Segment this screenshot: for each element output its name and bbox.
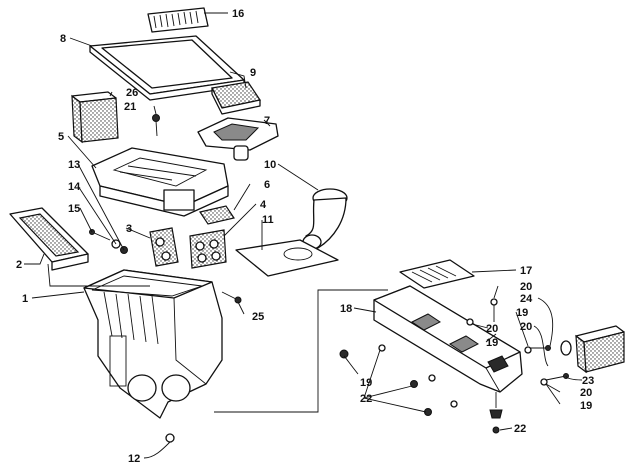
callout-8: 8 <box>60 33 66 45</box>
part-screw-21 <box>152 114 160 137</box>
part-foot-22 <box>489 392 503 434</box>
assembly-outline <box>214 289 388 413</box>
callout-21: 21 <box>124 101 136 113</box>
part-flat-gasket <box>235 239 339 277</box>
leader-lines <box>24 12 583 459</box>
part-fastener-15 <box>89 229 111 241</box>
callout-22-left: 22 <box>360 393 372 405</box>
callout-19-right: 19 <box>516 307 528 319</box>
part-intake-tube <box>302 188 348 250</box>
callout-12: 12 <box>128 453 140 465</box>
callout-7: 7 <box>264 115 270 127</box>
part-nut-22c <box>424 400 458 416</box>
part-filter-element <box>211 81 261 115</box>
callout-13: 13 <box>68 159 80 171</box>
part-foam-block <box>575 325 625 374</box>
part-side-filter <box>9 207 89 271</box>
part-nut-22b <box>410 374 436 388</box>
part-grille-panel <box>147 7 209 33</box>
part-washer-19a <box>466 318 474 326</box>
part-reed-plate <box>189 229 227 269</box>
callout-22-bottom: 22 <box>514 423 526 435</box>
callout-18: 18 <box>340 303 352 315</box>
callout-26: 26 <box>126 87 138 99</box>
part-washer-19b <box>524 346 532 354</box>
callout-2: 2 <box>16 259 22 271</box>
callout-3: 3 <box>126 223 132 235</box>
part-silencer-housing <box>373 285 523 393</box>
part-foam-pad <box>71 91 119 144</box>
callout-11: 11 <box>262 214 274 226</box>
callout-16: 16 <box>232 8 244 20</box>
callout-17: 17 <box>520 265 532 277</box>
callout-19-left: 19 <box>360 377 372 389</box>
part-screw-20a <box>490 298 498 322</box>
callout-20-right: 20 <box>520 321 532 333</box>
callout-4: 4 <box>260 199 267 211</box>
part-bolt-25 <box>221 291 242 304</box>
part-nut-22a <box>339 344 386 359</box>
callout-labels: 16 8 9 26 21 7 5 10 13 14 6 15 4 3 11 2 … <box>16 8 594 465</box>
callout-25: 25 <box>252 311 264 323</box>
callout-20-mid: 20 <box>486 323 498 335</box>
callout-23: 23 <box>582 375 594 387</box>
callout-15: 15 <box>68 203 80 215</box>
callout-1: 1 <box>22 293 28 305</box>
part-small-gasket <box>199 205 235 225</box>
part-airbox-lid <box>91 147 229 217</box>
callout-6: 6 <box>264 179 270 191</box>
part-top-grille <box>399 259 475 289</box>
callout-24: 24 <box>520 293 533 305</box>
part-drain-plug <box>165 433 175 443</box>
callout-10: 10 <box>264 159 276 171</box>
part-screw-20b <box>526 345 551 351</box>
callout-9: 9 <box>250 67 256 79</box>
part-duct-cover <box>197 117 279 161</box>
callout-20-top: 20 <box>520 281 532 293</box>
part-airbox-body <box>83 269 223 419</box>
part-washer-19c <box>540 378 548 386</box>
part-cap-24 <box>560 340 572 356</box>
callout-19-mid: 19 <box>486 337 498 349</box>
part-screw-20c <box>545 373 569 381</box>
callout-19-bottom: 19 <box>580 400 592 412</box>
callout-20-bottom: 20 <box>580 387 592 399</box>
callout-14: 14 <box>68 181 81 193</box>
part-manifold-plate <box>149 227 179 267</box>
callout-5: 5 <box>58 131 64 143</box>
